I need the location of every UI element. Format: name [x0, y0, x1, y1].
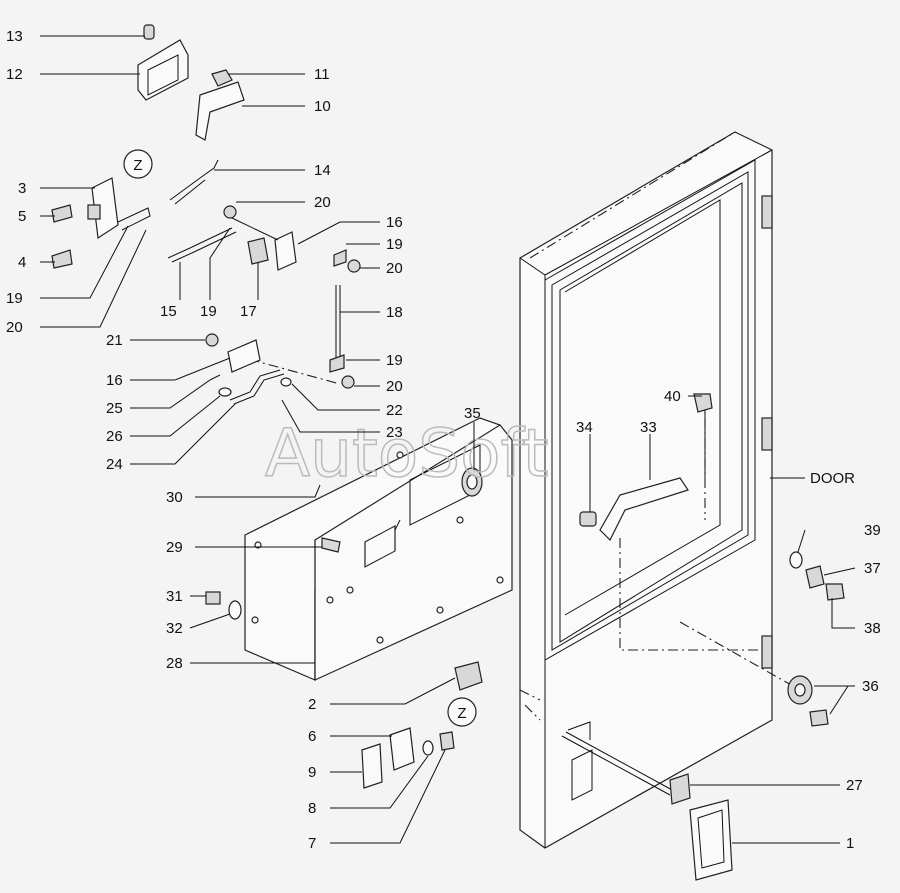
callout-29: 29: [166, 539, 183, 556]
callout-17: 17: [240, 303, 257, 320]
screw-7: [439, 731, 455, 751]
callout-32: 32: [166, 620, 183, 637]
callout-4: 4: [18, 254, 26, 271]
callout-27: 27: [846, 777, 863, 794]
handle-33: [599, 477, 689, 542]
screw-34: [579, 511, 597, 527]
rod-14: [169, 159, 219, 201]
lamp-12: [137, 39, 189, 101]
lever-24: [229, 369, 281, 401]
callout-20c: 20: [386, 260, 403, 277]
callout-34: 34: [576, 419, 593, 436]
washer-22: [280, 377, 292, 387]
callout-20b: 20: [314, 194, 331, 211]
callout-26: 26: [106, 428, 123, 445]
callout-14: 14: [314, 162, 331, 179]
callout-12: 12: [6, 66, 23, 83]
watermark: AutoSoft: [265, 415, 548, 492]
callout-13: 13: [6, 28, 23, 45]
callout-5: 5: [18, 208, 26, 225]
callout-21: 21: [106, 332, 123, 349]
handle-1: [689, 799, 733, 881]
plate-16: [274, 231, 297, 271]
callout-16a: 16: [386, 214, 403, 231]
callout-19a: 19: [6, 290, 23, 307]
hinge-middle: [761, 417, 773, 451]
latch-3: [91, 177, 119, 240]
view-marker-z1: Z: [123, 149, 153, 179]
link-15: [167, 227, 233, 259]
hinge-bottom: [761, 635, 773, 669]
callout-19d: 19: [200, 303, 217, 320]
button-40: [693, 393, 713, 413]
parts: [51, 24, 845, 881]
bolt-20b: [347, 259, 361, 273]
washer-26: [218, 387, 232, 397]
bolt-4: [51, 249, 73, 269]
callout-19c: 19: [386, 352, 403, 369]
washer-8: [422, 740, 434, 756]
callout-18: 18: [386, 304, 403, 321]
callout-33: 33: [640, 419, 657, 436]
callout-labels: 13 12 11 10 14 3 5 4 19 20 20 16 19 20 1…: [6, 28, 881, 852]
callout-28: 28: [166, 655, 183, 672]
callout-38: 38: [864, 620, 881, 637]
leader-lines: [40, 35, 856, 844]
striker-6: [389, 727, 415, 771]
callout-3: 3: [18, 180, 26, 197]
callout-20a: 20: [6, 319, 23, 336]
callout-19b: 19: [386, 236, 403, 253]
part-11: [211, 69, 233, 87]
washer-32: [228, 600, 242, 620]
washer-39: [789, 551, 803, 569]
part-17: [247, 237, 269, 265]
callout-39: 39: [864, 522, 881, 539]
callout-10: 10: [314, 98, 331, 115]
callout-1: 1: [846, 835, 854, 852]
callout-16b: 16: [106, 372, 123, 389]
bracket-10: [195, 81, 245, 141]
callout-15: 15: [160, 303, 177, 320]
plate-9: [361, 743, 383, 789]
callout-25: 25: [106, 400, 123, 417]
door-label: DOOR: [810, 470, 855, 487]
bolt-5: [51, 204, 73, 223]
callout-37: 37: [864, 560, 881, 577]
callout-11: 11: [314, 66, 330, 83]
callout-40: 40: [664, 388, 681, 405]
hinge-top: [761, 195, 773, 229]
callout-24: 24: [106, 456, 123, 473]
screw-31: [205, 591, 221, 605]
callout-23: 23: [386, 424, 403, 441]
callout-6: 6: [308, 728, 316, 745]
screw-13: [143, 24, 155, 40]
callout-9: 9: [308, 764, 316, 781]
rod-27: [561, 735, 671, 796]
callout-7: 7: [308, 835, 316, 852]
svg-text:Z: Z: [457, 705, 466, 722]
callout-8: 8: [308, 800, 316, 817]
callout-31: 31: [166, 588, 183, 605]
knob-37: [805, 565, 825, 589]
bolt-20a: [223, 205, 237, 219]
svg-text:Z: Z: [133, 157, 142, 174]
callout-2: 2: [308, 696, 316, 713]
bolt-20c: [341, 375, 355, 389]
view-marker-z2: Z: [447, 697, 477, 727]
screw-29: [321, 537, 341, 553]
callout-35: 35: [464, 405, 481, 422]
striker-2: [454, 661, 483, 691]
callout-22: 22: [386, 402, 403, 419]
inner-panel: [244, 417, 513, 681]
screw-38: [825, 583, 845, 601]
screw-21: [205, 333, 219, 347]
callout-20d: 20: [386, 378, 403, 395]
screw-36: [809, 709, 829, 727]
callout-30: 30: [166, 489, 183, 506]
callout-36: 36: [862, 678, 879, 695]
